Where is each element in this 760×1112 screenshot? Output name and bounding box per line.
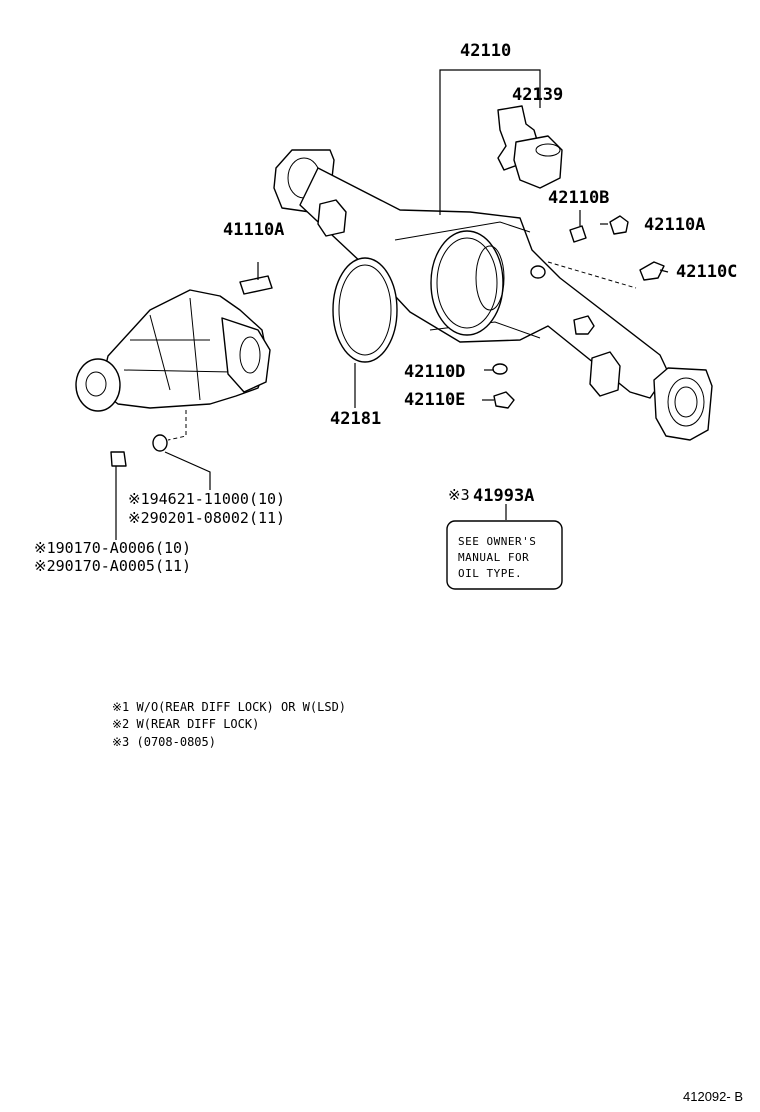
label-gasket-2: ※290201-08002(11) xyxy=(128,509,285,527)
stud-41110A xyxy=(239,275,273,295)
label-42181: 42181 xyxy=(330,409,381,429)
breather-42139 xyxy=(497,105,563,189)
label-41110A: 41110A xyxy=(223,220,284,240)
oil-label-line2: MANUAL FOR xyxy=(458,551,529,564)
label-41993A-mark: ※3 xyxy=(448,486,470,504)
note-2: ※2 W(REAR DIFF LOCK) xyxy=(112,717,259,731)
label-41993A: 41993A xyxy=(473,486,534,506)
label-42110B: 42110B xyxy=(548,188,609,208)
label-gasket-1: ※194621-11000(10) xyxy=(128,490,285,508)
oil-type-label: SEE OWNER'S MANUAL FOR OIL TYPE. xyxy=(446,520,563,590)
label-42110C: 42110C xyxy=(676,262,737,282)
oil-label-line3: OIL TYPE. xyxy=(458,567,522,580)
oil-label-line1: SEE OWNER'S xyxy=(458,535,536,548)
label-42139: 42139 xyxy=(512,85,563,105)
axle-housing xyxy=(273,149,713,441)
note-1: ※1 W/O(REAR DIFF LOCK) OR W(LSD) xyxy=(112,700,346,714)
note-3: ※3 (0708-0805) xyxy=(112,735,216,749)
leader-lines xyxy=(115,69,669,540)
label-42110E: 42110E xyxy=(404,390,465,410)
differential-carrier xyxy=(75,289,271,412)
gasket-42181 xyxy=(332,257,398,363)
label-42110: 42110 xyxy=(460,41,511,61)
label-42110A: 42110A xyxy=(644,215,705,235)
small-parts xyxy=(110,215,665,467)
label-plug-2: ※290170-A0005(11) xyxy=(34,557,191,575)
diagram-reference: 412092- B xyxy=(683,1089,743,1104)
label-42110D: 42110D xyxy=(404,362,465,382)
label-plug-1: ※190170-A0006(10) xyxy=(34,539,191,557)
